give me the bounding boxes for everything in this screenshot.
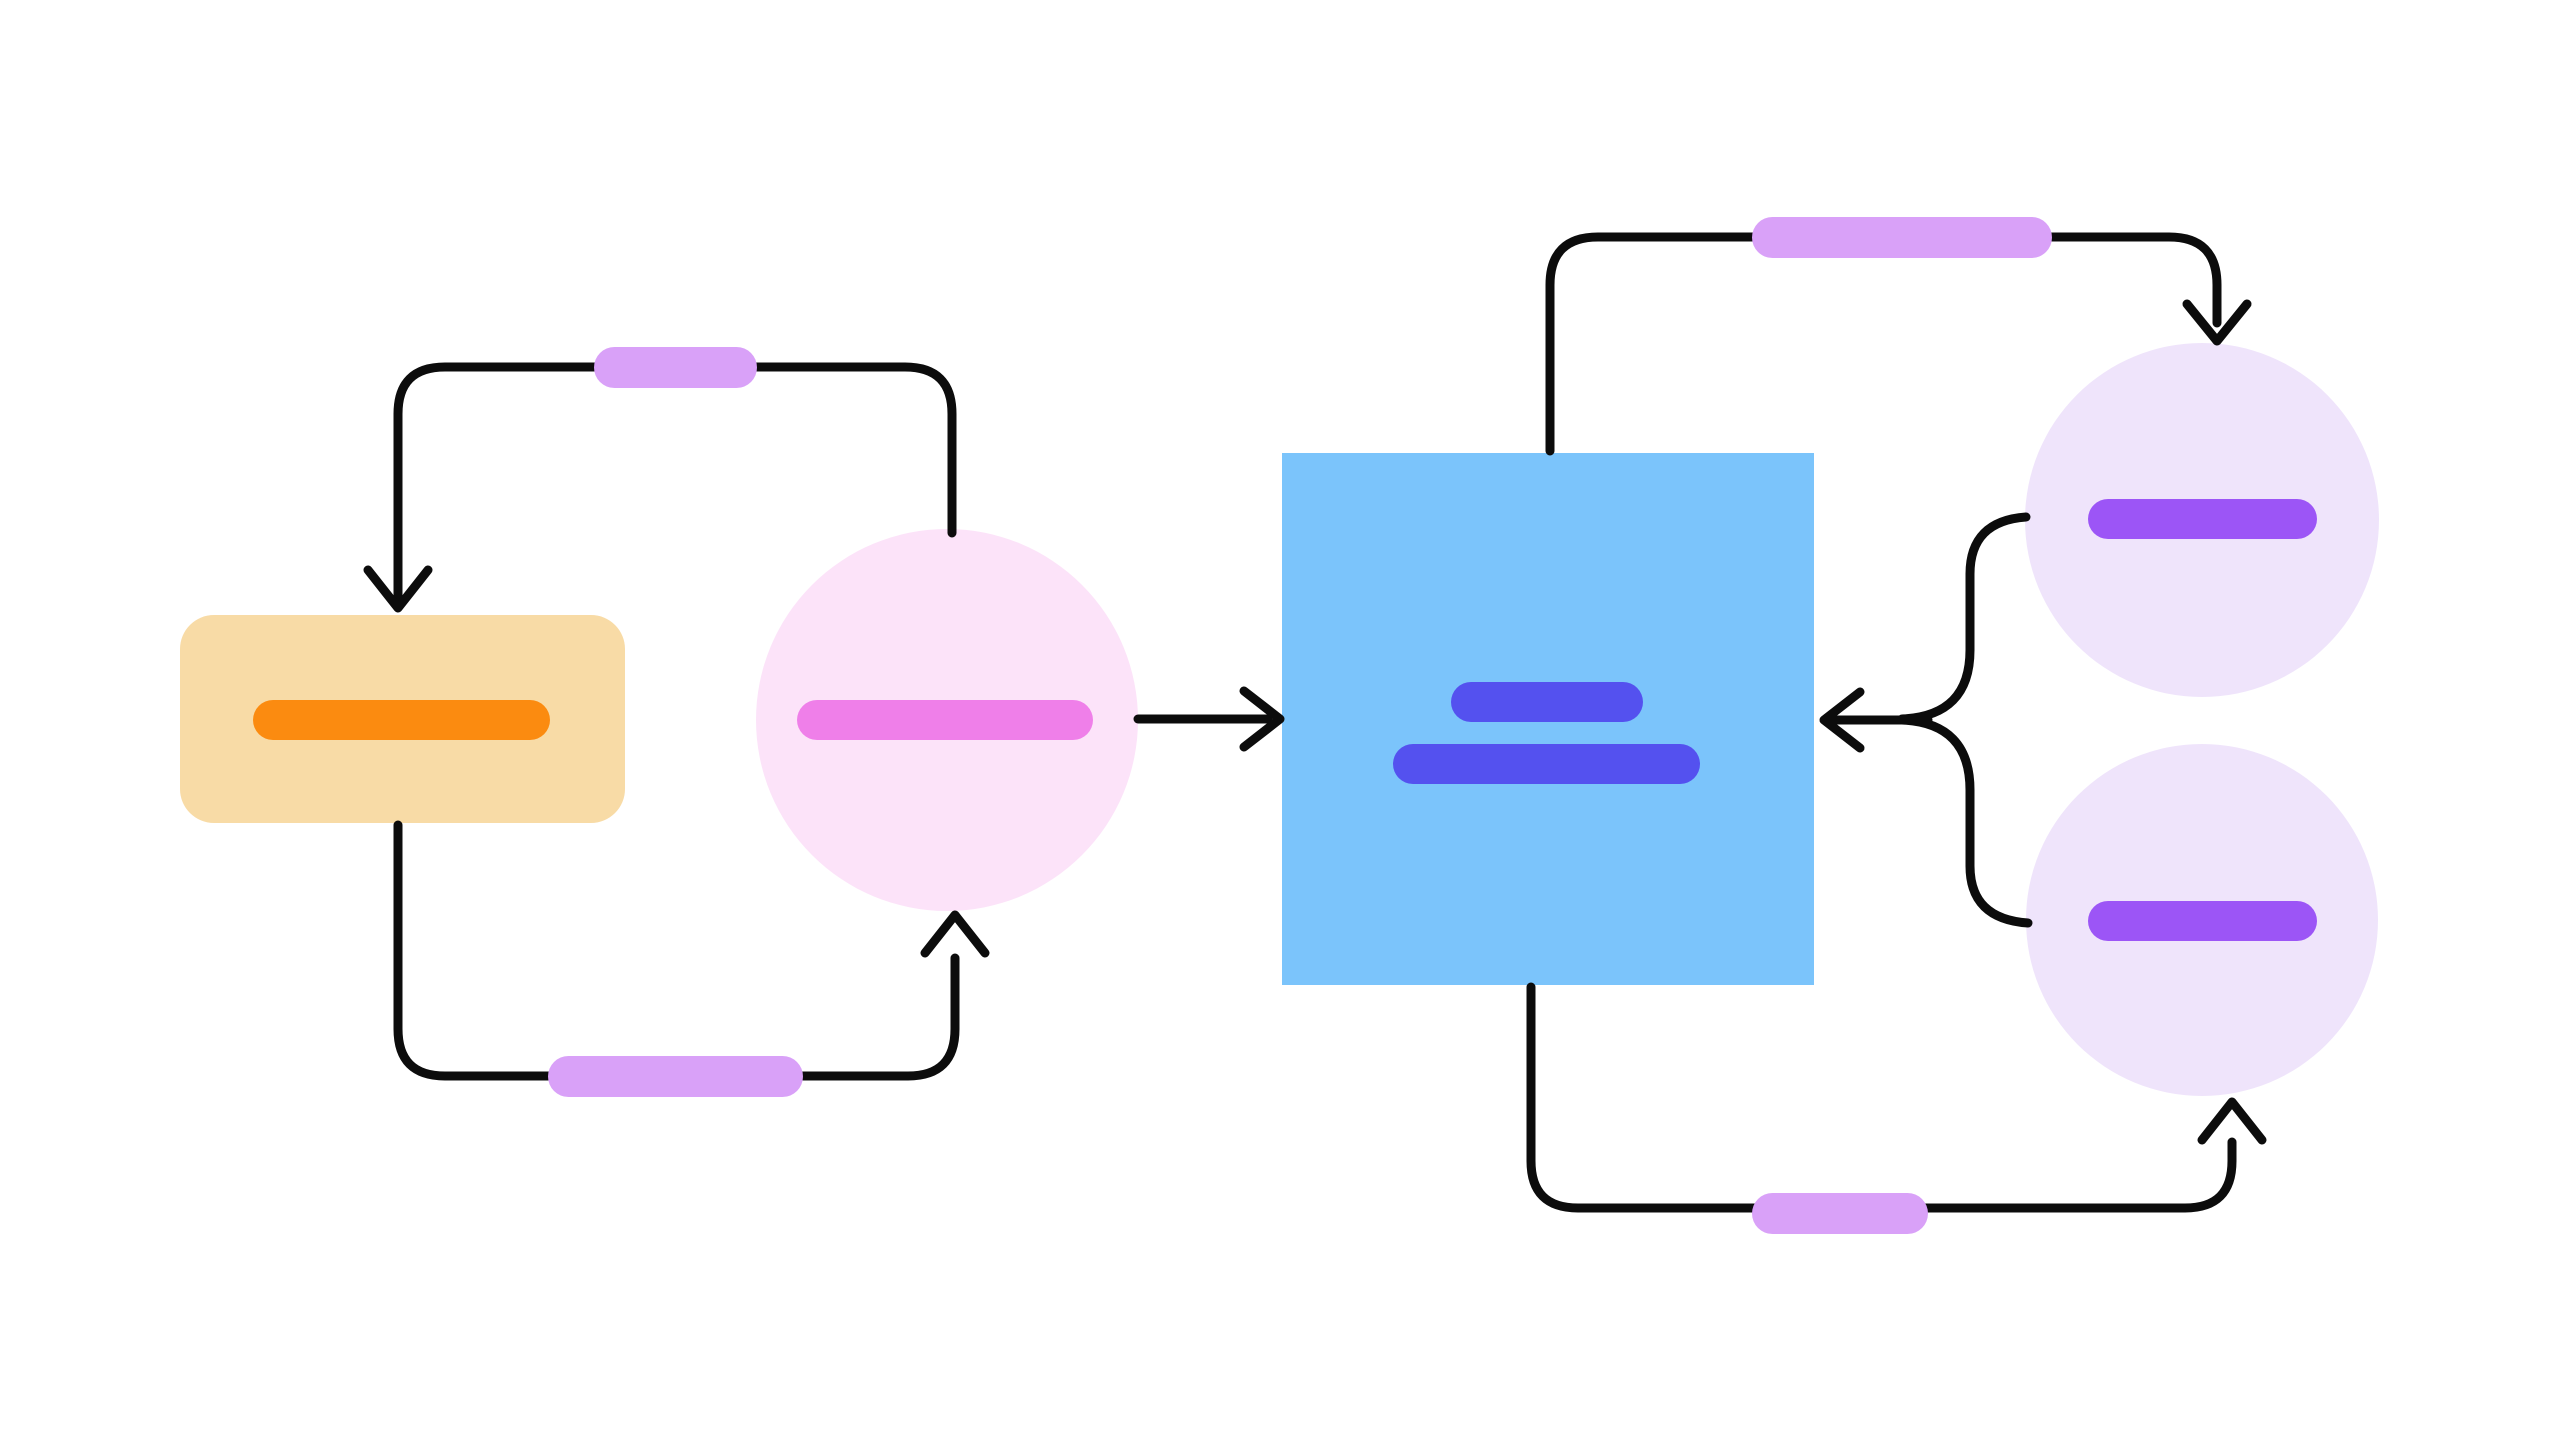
edge-label-pills [548,217,2052,1234]
arrowhead-up-into-circle-left [920,910,990,958]
arrowhead-up-into-circle-bottom-right [2197,1097,2267,1145]
arrowhead-left-into-square-center [1819,687,1865,753]
brace-bottom-branch [1897,715,2033,928]
arrowhead-down-into-box-left [363,565,433,613]
edge-label-pill-top-left [594,347,757,388]
text-bar-circle-bottom-right [2088,901,2317,941]
edge-label-pill-bottom-right [1752,1193,1928,1234]
text-bar-square-center-top [1451,682,1643,722]
text-bars-square-center [1393,682,1700,784]
arrowhead-down-into-circle-top-right [2182,299,2252,346]
text-bar-circle-left [797,700,1093,740]
edge-label-pill-top-right [1752,217,2052,258]
text-bar-square-center-bottom [1393,744,1700,784]
arrowhead-right-into-square-center [1239,686,1285,752]
text-bar-box-left [253,700,550,740]
edge-label-pill-bottom-left [548,1056,803,1097]
text-bar-circle-top-right [2088,499,2317,539]
brace-top-branch [1897,512,2031,724]
